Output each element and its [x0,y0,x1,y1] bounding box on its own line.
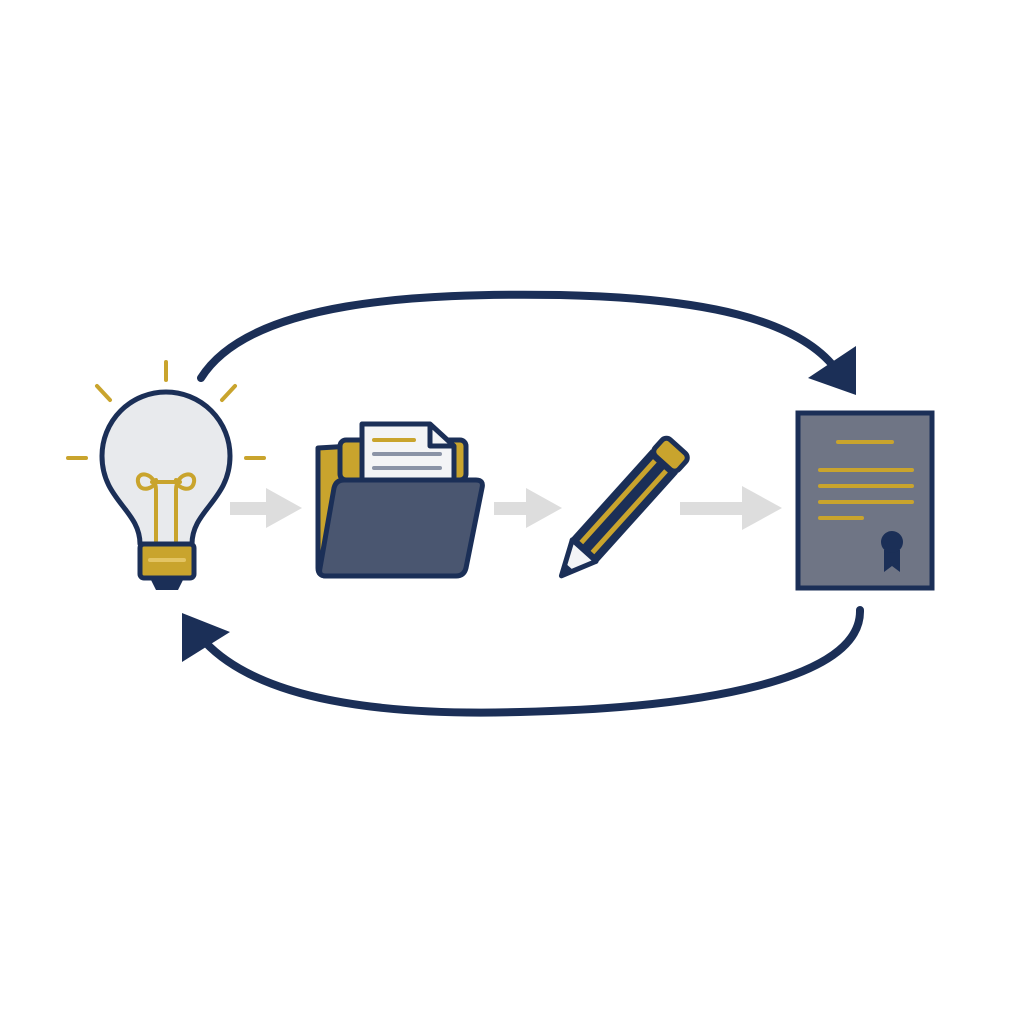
bottom-cycle-arrow [182,606,865,717]
pencil-tip [558,537,599,579]
pencil-eraser [651,435,690,474]
folder-front [317,477,485,579]
step-connector-1 [230,488,302,528]
lightbulb-icon [66,360,266,590]
bottom-cycle-arrowhead [182,613,230,662]
bottom-cycle-arrow-line [201,606,865,717]
folder-icon [315,421,485,579]
certificate-document-icon [795,410,935,591]
step-connector-2 [494,488,562,528]
pencil-icon [558,435,690,579]
top-cycle-arrow-line [197,290,842,382]
top-cycle-arrowhead [808,346,856,395]
lightbulb-tip [150,578,184,590]
step-connector-3 [680,486,782,530]
lightbulb-filament [135,472,197,546]
certificate-text-lines [818,440,914,520]
top-cycle-arrow [197,290,856,395]
lightbulb-glass [99,389,233,547]
lightbulb-rays [66,360,266,460]
pencil-body [569,449,678,565]
certificate-seal-icon [881,531,903,572]
